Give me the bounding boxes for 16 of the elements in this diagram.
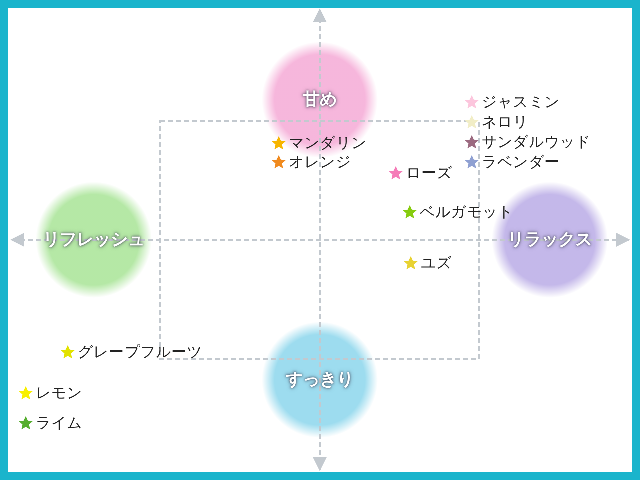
circle-label: 甘め — [303, 90, 337, 110]
item-label: ライム — [36, 414, 83, 432]
circle-label: リフレッシュ — [43, 230, 145, 250]
item-label: ローズ — [406, 164, 453, 182]
item-label: レモン — [36, 384, 83, 402]
item-label: ネロリ — [482, 113, 529, 131]
item-label: ラベンダー — [482, 153, 560, 171]
item-label: ジャスミン — [482, 93, 560, 111]
item-label: グレープフルーツ — [78, 343, 203, 361]
circle-label: すっきり — [286, 370, 354, 390]
item-label: ユズ — [421, 254, 452, 272]
item-label: オレンジ — [289, 153, 352, 171]
item-label: マンダリン — [289, 134, 367, 152]
item-label: サンダルウッド — [482, 133, 592, 151]
item-label: ベルガモット — [420, 203, 514, 221]
circle-label: リラックス — [508, 230, 592, 250]
